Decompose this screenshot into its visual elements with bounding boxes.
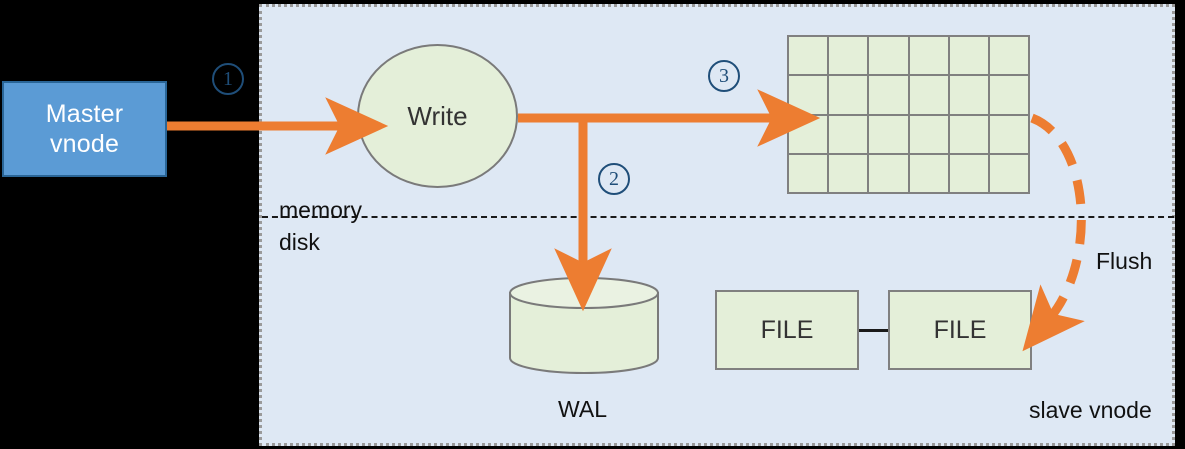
master-vnode-label-line1: Master	[45, 99, 124, 128]
wal-label: WAL	[558, 396, 607, 422]
step-badge-3: 3	[708, 60, 740, 92]
grid-cell	[789, 76, 828, 114]
grid-cell	[789, 37, 828, 75]
grid-cell	[869, 76, 908, 114]
step-badge-2-label: 2	[609, 167, 619, 190]
file-box-2[interactable]: FILE	[888, 290, 1032, 370]
step-badge-1: 1	[212, 63, 244, 95]
grid-cell	[989, 154, 1028, 192]
file-box-1-label: FILE	[760, 315, 814, 344]
write-node-label: Write	[407, 100, 468, 131]
grid-cell	[909, 115, 948, 153]
grid-cell	[869, 115, 908, 153]
flush-label: Flush	[1096, 248, 1153, 274]
grid-cell	[949, 154, 988, 192]
file-box-2-label: FILE	[933, 315, 987, 344]
file-box-1[interactable]: FILE	[715, 290, 859, 370]
write-node[interactable]: Write	[357, 44, 518, 188]
grid-cell	[989, 115, 1028, 153]
wal-cylinder	[508, 276, 660, 375]
memory-tier-label: memory	[279, 197, 363, 223]
grid-cell	[909, 154, 948, 192]
step-badge-3-label: 3	[719, 64, 729, 87]
slave-vnode-label: slave vnode	[1029, 397, 1152, 423]
master-vnode-label-line2: vnode	[49, 130, 120, 158]
grid-cell	[909, 37, 948, 75]
grid-cell	[869, 154, 908, 192]
grid-cell	[949, 37, 988, 75]
grid-cell	[829, 37, 868, 75]
grid-cell	[829, 154, 868, 192]
file-link-connector	[859, 329, 888, 332]
grid-cell	[949, 76, 988, 114]
grid-cell	[789, 115, 828, 153]
grid-cell	[909, 76, 948, 114]
memory-table-grid	[787, 35, 1030, 194]
grid-cell	[829, 115, 868, 153]
step-badge-1-label: 1	[223, 67, 233, 90]
grid-cell	[949, 115, 988, 153]
step-badge-2: 2	[598, 163, 630, 195]
master-vnode-box[interactable]: Master vnode	[2, 81, 167, 177]
disk-tier-label: disk	[279, 229, 320, 255]
grid-cell	[789, 154, 828, 192]
grid-cell	[989, 76, 1028, 114]
grid-cell	[829, 76, 868, 114]
memory-disk-divider	[262, 216, 1174, 218]
grid-cell	[869, 37, 908, 75]
grid-cell	[989, 37, 1028, 75]
